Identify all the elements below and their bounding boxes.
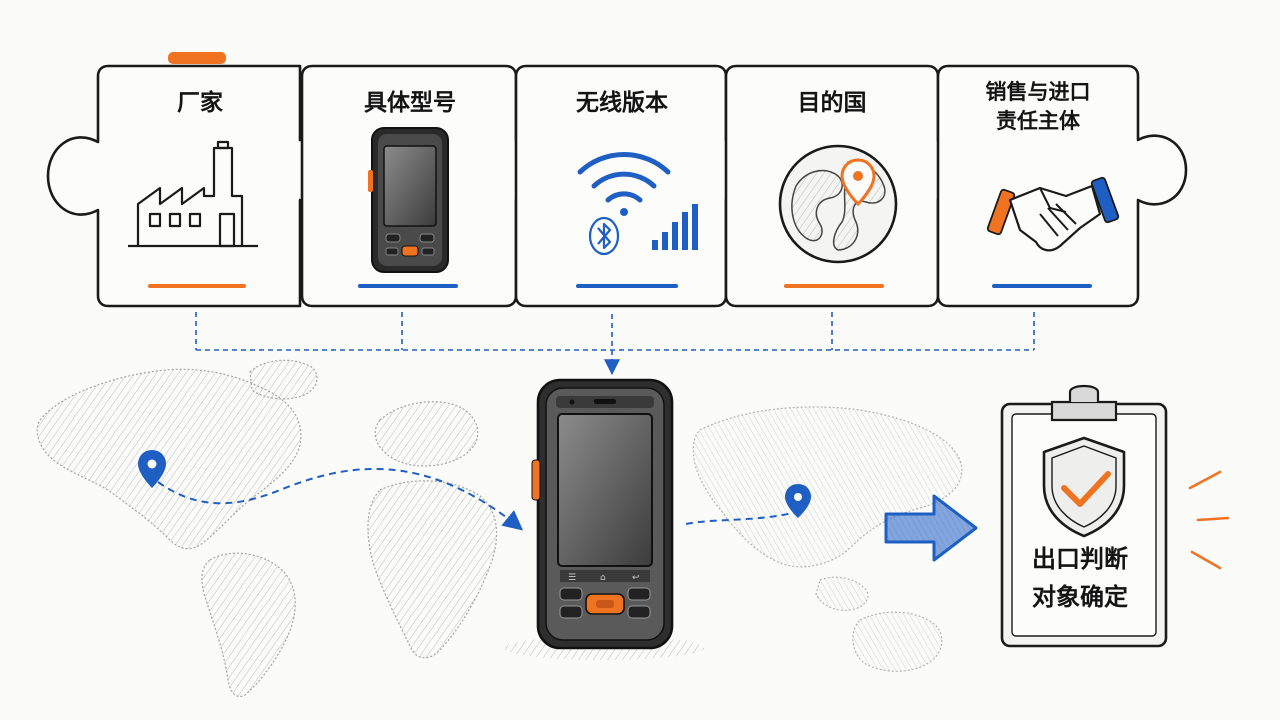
bluetooth-icon [588, 216, 620, 256]
handshake-icon [986, 176, 1120, 252]
handheld-device-icon [368, 127, 449, 273]
signal-bars-icon [652, 204, 698, 250]
rugged-handheld-icon: ☰ ⌂ ↩ [504, 378, 704, 660]
result-label-line2: 对象确定 [1032, 583, 1128, 611]
route-path [157, 467, 797, 531]
piece-label-responsible-party-line1: 销售与进口 [985, 80, 1091, 104]
svg-text:☰: ☰ [568, 573, 576, 583]
tab-marker [168, 52, 226, 64]
piece-label-responsible-party: 销售与进口 责任主体 [938, 78, 1138, 136]
result-label-line1: 出口判断 [1032, 545, 1128, 573]
globe-location-icon [778, 144, 898, 264]
result-label: 出口判断 对象确定 [1010, 540, 1150, 616]
piece-label-manufacturer: 厂家 [177, 90, 223, 116]
arrow-right-icon [884, 494, 978, 562]
wireless-signal-icon [577, 152, 671, 216]
world-map-icon [36, 359, 963, 698]
shield-check-icon [1042, 436, 1126, 538]
dashed-connector [195, 312, 1035, 376]
origin-pin-icon [138, 450, 166, 488]
svg-text:⌂: ⌂ [600, 573, 606, 583]
piece-label-wireless: 无线版本 [576, 90, 668, 116]
destination-pin-icon [785, 484, 811, 518]
svg-text:↩: ↩ [632, 573, 640, 583]
piece-label-model: 具体型号 [364, 90, 456, 116]
piece-label-responsible-party-line2: 责任主体 [996, 109, 1080, 133]
factory-icon [128, 140, 258, 248]
location-pin-icon [840, 158, 876, 207]
puzzle-piece-responsible-party [936, 64, 1188, 308]
piece-label-destination: 目的国 [797, 90, 867, 116]
emphasis-lines [1188, 470, 1230, 570]
